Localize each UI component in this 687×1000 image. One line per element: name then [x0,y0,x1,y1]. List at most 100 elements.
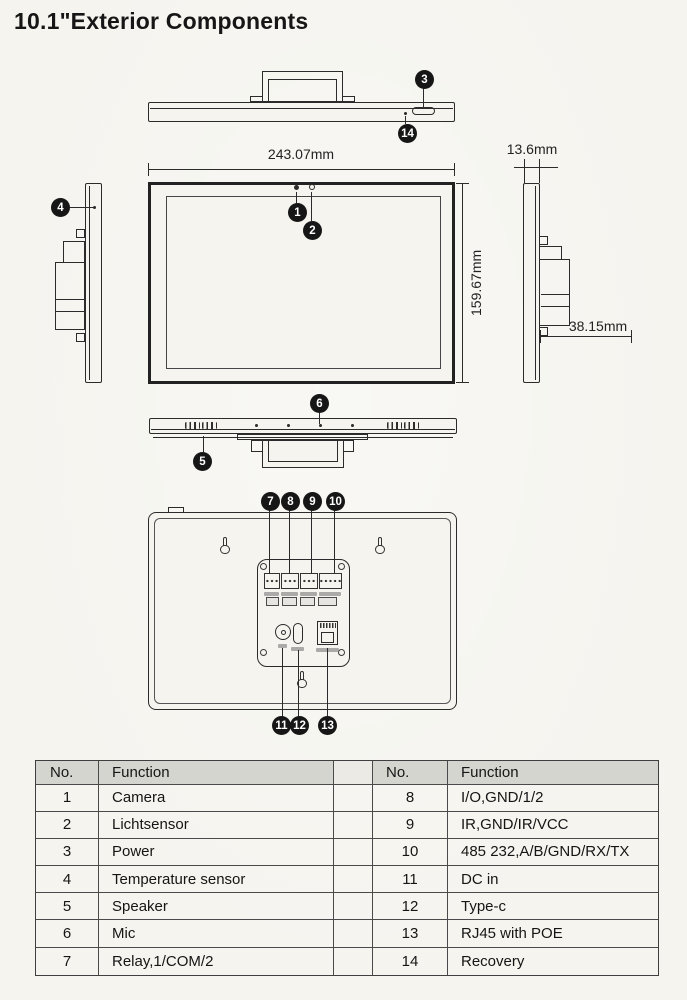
mic-hole-2 [287,424,290,427]
page-title: 10.1"Exterior Components [14,8,309,34]
panel-screw-br [338,649,345,656]
temp-sensor-hole [93,206,96,209]
terminal-socket [282,597,297,606]
mic-hole-3 [319,424,322,427]
callout-line-9 [311,510,313,573]
device-bottom-bar [149,418,457,434]
table-cell: 3 [36,838,99,867]
panel-screw-tl [260,563,267,570]
bottom-bracket-body [262,440,344,468]
callout-line-2 [311,192,313,221]
depth-tick-right [630,330,632,343]
rj45-pins [319,623,336,628]
callout-4: 4 [51,198,70,217]
keyhole-mount-left [220,537,230,554]
table-cell: Mic [99,920,334,948]
speaker-grille-right-1 [387,422,402,429]
callout-line-4 [69,207,93,209]
dc-jack-pin [280,629,286,635]
dc-label-smudge [278,644,287,648]
depth-tick-left [540,330,542,343]
terminal-label-smudge [319,592,341,596]
table-cell: 2 [36,811,99,839]
rj45-port [317,621,338,645]
table-cell: IR,GND/IR/VCC [448,812,658,839]
table-cell: 11 [373,866,448,894]
table-cell: DC in [448,866,658,894]
depth-dim-label: 38.15mm [568,318,628,334]
connection-panel [257,559,350,667]
terminal-socket [318,597,337,606]
bottom-bar-bevel-line [151,429,455,430]
width-dim-label: 243.07mm [267,146,335,162]
thickness-tick-right [539,159,541,183]
table-cell: 485 232,A/B/GND/RX/TX [448,839,658,867]
callout-2: 2 [303,221,322,240]
bottom-bar-under-edge [153,437,453,439]
left-bracket-line-b [56,311,84,312]
callout-6: 6 [310,394,329,413]
callout-5: 5 [193,452,212,471]
thickness-dim-label: 13.6mm [506,141,558,157]
terminal-block-relay [264,573,280,589]
front-screen [166,196,441,369]
table-spacer [334,947,373,975]
table-cell: 5 [36,893,99,921]
table-spacer [334,811,373,839]
speaker-grille-left-2 [202,422,217,429]
table-cell: 10 [373,838,448,867]
thickness-tick-left [523,159,525,183]
callout-line-1 [296,192,298,203]
table-header-spacer [334,761,373,785]
speaker-grille-right-2 [404,422,419,429]
terminal-socket-row [266,597,341,606]
terminal-socket [300,597,315,606]
table-spacer [334,920,373,948]
panel-screw-tr [338,563,345,570]
left-panel-bevel [89,186,90,380]
table-spacer [334,866,373,894]
dc-jack [275,624,291,640]
back-inner [154,518,451,704]
terminal-label-smudge [281,592,298,596]
depth-dim-line [540,336,632,338]
callout-1: 1 [288,203,307,222]
usb-c-port [293,623,303,644]
mount-bracket-outer [262,71,343,102]
keyhole-mount-right [375,537,385,554]
callout-14: 14 [398,124,417,143]
left-bracket-tab-bottom [76,333,85,342]
function-table: No. Function No. Function 1 Camera 8 I/O… [35,760,659,976]
bottom-bracket-plate [237,434,368,440]
terminal-block-row [264,573,343,589]
table-header-function-left: Function [99,761,334,785]
usb-label-smudge [291,647,304,651]
back-outer [148,512,457,710]
width-dim-line [148,169,455,171]
camera-icon [294,185,299,190]
table-cell: Relay,1/COM/2 [99,947,334,975]
callout-line-10 [334,510,336,573]
table-cell: Temperature sensor [99,866,334,894]
table-cell: Type-c [448,893,658,921]
table-cell: Speaker [99,893,334,921]
terminal-block-485-232 [319,573,342,589]
table-spacer [334,838,373,867]
table-cell: Camera [99,784,334,812]
callout-line-6 [318,412,320,424]
callout-line-8 [289,510,291,574]
callout-line-12 [297,650,299,716]
table-cell: 6 [36,920,99,948]
callout-7: 7 [261,492,280,511]
terminal-label-smudge [264,592,279,596]
callout-line-3 [423,88,425,107]
mic-hole-1 [255,424,258,427]
callout-8: 8 [281,492,300,511]
callout-line-5 [202,436,204,452]
terminal-label-smudge [300,592,317,596]
